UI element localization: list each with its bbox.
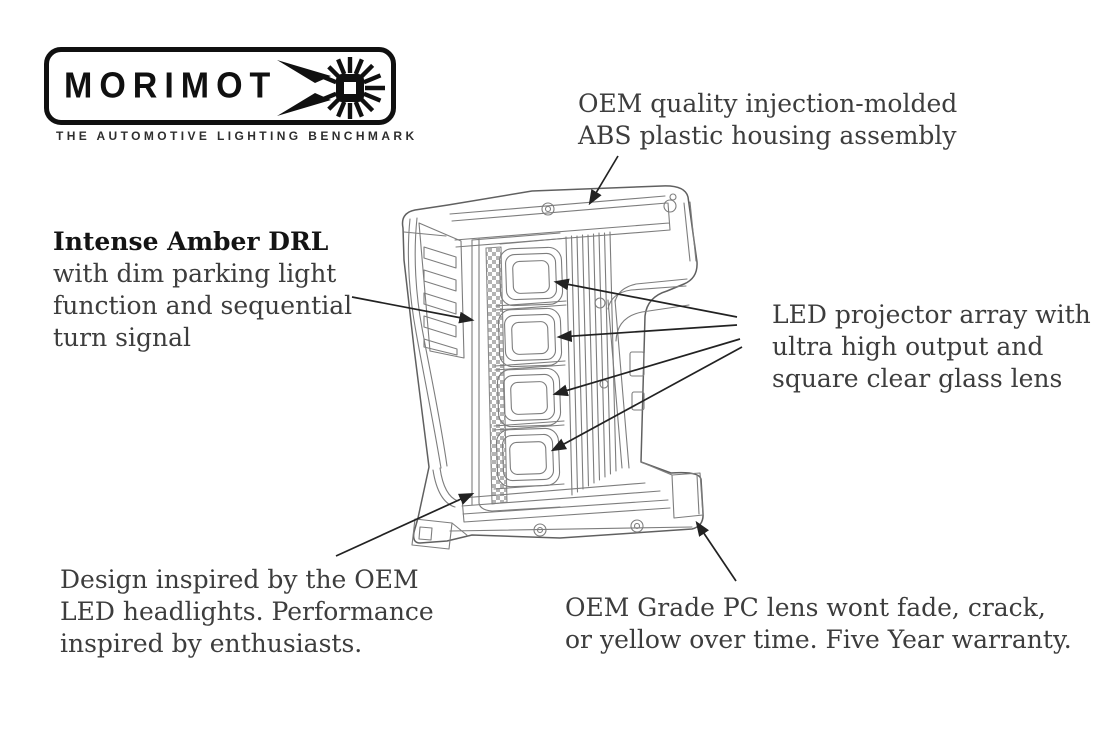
morimoto-logo: MORIMOT — [44, 47, 396, 125]
logo-wordmark: MORIMOT — [64, 65, 278, 106]
callout-lens: OEM Grade PC lens wont fade, crack, or y… — [565, 592, 1072, 656]
callout-line: inspired by enthusiasts. — [60, 629, 363, 658]
callout-line: turn signal — [53, 323, 191, 352]
callout-design: Design inspired by the OEM LED headlight… — [60, 564, 434, 660]
top-band — [449, 195, 671, 248]
callout-housing: OEM quality injection-molded ABS plastic… — [578, 88, 957, 152]
side-marker-slats — [418, 222, 465, 359]
callout-line: ABS plastic housing assembly — [578, 121, 957, 150]
callout-line: LED projector array with — [772, 300, 1091, 329]
callout-line: or yellow over time. Five Year warranty. — [565, 625, 1072, 654]
screw-icon — [663, 199, 677, 213]
starburst-o-icon — [277, 57, 385, 119]
callout-line: OEM quality injection-molded — [578, 89, 958, 118]
reflector-fins — [565, 231, 617, 496]
projector-4 — [495, 427, 561, 488]
headlight-line-drawing — [401, 185, 704, 550]
callout-heading: Intense Amber DRL — [53, 227, 329, 256]
callout-line: LED headlights. Performance — [60, 597, 434, 626]
callout-line: ultra high output and — [772, 332, 1044, 361]
callout-projectors: LED projector array with ultra high outp… — [772, 299, 1091, 395]
callout-line: square clear glass lens — [772, 364, 1063, 393]
projector-3 — [496, 367, 562, 428]
bottom-band — [449, 482, 693, 532]
callout-line: function and sequential — [53, 291, 353, 320]
callout-line: with dim parking light — [53, 259, 337, 288]
projector-2 — [497, 307, 563, 368]
callout-line: OEM Grade PC lens wont fade, crack, — [565, 593, 1046, 622]
callout-line: Design inspired by the OEM — [60, 565, 419, 594]
projector-1 — [498, 246, 564, 307]
lens-corner-box — [640, 461, 704, 519]
callout-drl: Intense Amber DRL with dim parking light… — [53, 226, 352, 354]
drl-led-strip — [485, 246, 508, 505]
screw-icon — [541, 202, 555, 216]
mounting-foot — [411, 518, 469, 550]
logo-tagline: THE AUTOMOTIVE LIGHTING BENCHMARK — [56, 129, 418, 143]
